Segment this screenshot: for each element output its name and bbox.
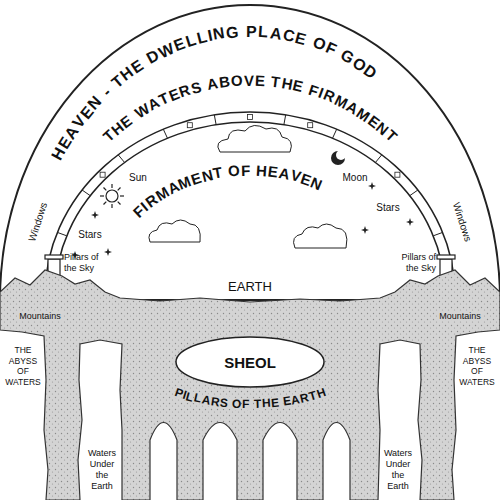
window-square bbox=[308, 123, 313, 128]
pillar-capital bbox=[437, 255, 455, 259]
letter bbox=[240, 24, 245, 40]
band-tick bbox=[163, 129, 167, 138]
text-guide bbox=[22, 32, 478, 300]
sun-icon bbox=[100, 184, 124, 208]
cloud bbox=[149, 220, 200, 242]
letter: V bbox=[244, 72, 254, 87]
letter: H bbox=[256, 163, 268, 179]
window-square bbox=[395, 172, 400, 177]
band-tick bbox=[333, 129, 337, 138]
band-tick bbox=[284, 115, 286, 125]
sun-ray bbox=[111, 204, 112, 208]
letter: B bbox=[218, 73, 231, 89]
letter: A bbox=[269, 25, 283, 42]
sun-ray bbox=[100, 195, 104, 196]
water-label: Waters Under the Earth bbox=[84, 448, 120, 492]
sun-ray bbox=[118, 202, 121, 205]
letter bbox=[222, 164, 228, 179]
region-name: SHEOL bbox=[224, 354, 276, 371]
earth-label: EARTH bbox=[228, 280, 272, 295]
star-icon bbox=[104, 248, 112, 256]
window-square bbox=[187, 123, 192, 128]
sun-label: Sun bbox=[129, 172, 147, 184]
mountain-label: Mountains bbox=[437, 311, 483, 321]
sun-ray bbox=[104, 202, 107, 205]
window-squares bbox=[100, 115, 400, 178]
star-icon bbox=[361, 226, 369, 234]
pillar-label: Pillars of the Sky bbox=[388, 252, 436, 274]
letter: T bbox=[254, 398, 262, 410]
cloud bbox=[218, 125, 292, 152]
letter bbox=[251, 162, 255, 177]
oval-shape bbox=[176, 337, 324, 387]
band-tick bbox=[375, 155, 381, 163]
region-title: FIRMAMENT OF HEAVEN bbox=[131, 163, 324, 219]
band-tick bbox=[118, 155, 124, 163]
letter: L bbox=[258, 24, 269, 41]
letter: O bbox=[232, 397, 242, 409]
letter: P bbox=[246, 24, 257, 40]
star-icon bbox=[368, 182, 376, 190]
band-tick bbox=[214, 115, 216, 125]
sun-disc bbox=[106, 190, 118, 202]
window-label: Windows bbox=[26, 201, 49, 243]
letter bbox=[265, 73, 270, 88]
star-icon bbox=[91, 211, 99, 219]
sun-ray bbox=[111, 184, 112, 188]
letter: N bbox=[212, 26, 226, 44]
band-tick bbox=[410, 190, 418, 196]
letter: F bbox=[242, 398, 250, 410]
letter: H bbox=[261, 397, 270, 410]
letter: E bbox=[267, 163, 279, 179]
letter: G bbox=[226, 24, 240, 41]
underworld-oval: SHEOL bbox=[175, 336, 325, 388]
sun-ray bbox=[120, 195, 124, 196]
region-title: THE WATERS ABOVE THE FIRMAMENT bbox=[101, 73, 398, 144]
letter: E bbox=[254, 72, 265, 87]
text-guide bbox=[38, 80, 462, 300]
letter: C bbox=[281, 27, 295, 45]
letter: E bbox=[293, 30, 307, 48]
abyss-label: THE ABYSS OF WATERS bbox=[456, 345, 498, 387]
letter: E bbox=[292, 77, 305, 94]
text-guide bbox=[100, 170, 400, 295]
sky-pillars bbox=[45, 255, 455, 281]
earth-mass bbox=[0, 270, 500, 500]
sun-ray bbox=[118, 188, 121, 191]
letter: O bbox=[230, 73, 243, 89]
band-tick bbox=[82, 190, 90, 196]
letter: T bbox=[212, 165, 224, 181]
heaven-arc bbox=[0, 5, 500, 300]
stars-label: Stars bbox=[78, 229, 101, 241]
letter: O bbox=[228, 163, 241, 179]
window-label: Windows bbox=[450, 201, 473, 243]
moon-crescent bbox=[336, 150, 346, 160]
pillar-label: Pillars of the Sky bbox=[64, 252, 112, 274]
sun-ray bbox=[104, 188, 107, 191]
letter: - bbox=[99, 84, 114, 99]
firmament-band bbox=[45, 112, 455, 295]
moon-label: Moon bbox=[342, 172, 367, 184]
letter: T bbox=[270, 74, 281, 90]
band-tick bbox=[57, 232, 66, 235]
abyss-label: THE ABYSS OF WATERS bbox=[2, 345, 44, 387]
firmament-ticks bbox=[57, 115, 442, 236]
letter: A bbox=[206, 75, 219, 92]
letter bbox=[250, 398, 253, 410]
mountain-label: Mountains bbox=[17, 311, 63, 321]
moon-icon bbox=[331, 151, 345, 165]
water-label: Waters Under the Earth bbox=[380, 448, 416, 492]
star-icon bbox=[406, 218, 414, 226]
stars bbox=[71, 182, 414, 259]
window-square bbox=[100, 172, 105, 177]
cloud bbox=[294, 224, 347, 248]
band-tick bbox=[433, 232, 442, 235]
pillar-capital bbox=[45, 255, 63, 259]
stars-label: Stars bbox=[376, 202, 399, 214]
window-square bbox=[248, 115, 253, 120]
region-title: PILLARS OF THE EARTH bbox=[173, 387, 327, 410]
letter: F bbox=[241, 162, 251, 177]
